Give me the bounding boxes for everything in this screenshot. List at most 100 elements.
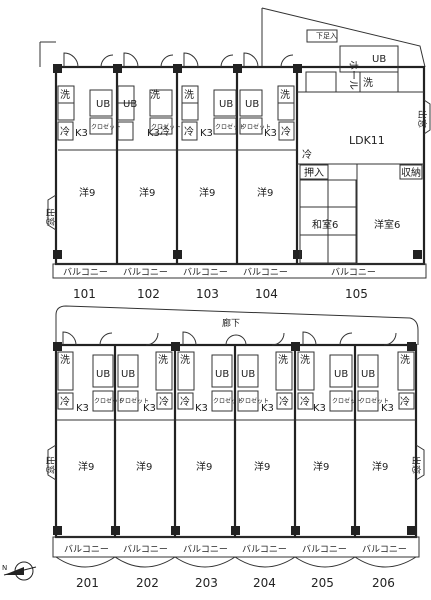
room-label: 洋9: [139, 186, 155, 199]
unit-205: 洗 UB クロゼット 冷 K3 洋9 バルコニー 205: [295, 351, 362, 590]
wash-label: 洗: [363, 77, 373, 89]
room-label: 洋9: [199, 186, 215, 199]
kitchen-label: K3: [195, 403, 208, 414]
balcony-label: バルコニー: [183, 267, 228, 278]
kitchen-label: K3: [264, 128, 277, 139]
bath-label: UB: [241, 369, 255, 380]
fridge-label: 冷: [60, 395, 70, 408]
wash-label: 洗: [180, 354, 190, 366]
bath-label: UB: [121, 369, 135, 380]
north-arrow-icon: N: [2, 561, 37, 581]
fridge-label: 冷: [300, 395, 310, 408]
unit-105: 下足入 ホール UB 洗 LDK11 冷 押入 収納 和室6 洋室6 バルコニー…: [297, 32, 431, 301]
balcony-label: バルコニー: [123, 544, 168, 555]
washitsu-label: 和室6: [312, 218, 338, 231]
room-label: 洋9: [254, 460, 270, 473]
room-label: 洋9: [78, 460, 94, 473]
balcony-label: バルコニー: [331, 267, 376, 278]
bath-label: UB: [123, 99, 137, 110]
unit-201: 洗 UB クロゼット 冷 K3 洋9 バルコニー 201 出窓: [44, 351, 124, 590]
wash-label: 洗: [150, 89, 160, 101]
room-label: 洋9: [136, 460, 152, 473]
wash-label: 洗: [300, 354, 310, 366]
unit-number: 102: [137, 287, 160, 301]
kitchen-label: K3: [200, 128, 213, 139]
balcony-label: バルコニー: [243, 267, 288, 278]
fridge-label: 冷: [184, 125, 194, 138]
wash-label: 洗: [60, 354, 70, 366]
closet-label: クロゼット: [213, 397, 243, 405]
unit-103: 洗 UB クロゼット 冷 K3 洋9 バルコニー 103: [177, 85, 245, 301]
closet-label: クロゼット: [239, 397, 269, 405]
unit-number: 205: [311, 576, 334, 590]
fridge-label: 冷: [302, 148, 312, 161]
storage-label: 収納: [401, 166, 421, 179]
balcony-label: バルコニー: [183, 544, 228, 555]
bath-label: UB: [215, 369, 229, 380]
bath-label: UB: [219, 99, 233, 110]
kitchen-label: K3: [313, 403, 326, 414]
unit-203: 洗 UB クロゼット 冷 K3 洋9 バルコニー 203: [175, 351, 243, 590]
wash-label: 洗: [280, 89, 290, 101]
closet-label: クロゼット: [215, 123, 245, 131]
floor-1-columns: [53, 64, 422, 259]
unit-number: 202: [136, 576, 159, 590]
kitchen-label: K3: [147, 128, 160, 139]
wash-label: 洗: [184, 89, 194, 101]
closet-label: クロゼット: [151, 123, 181, 131]
closet-label: クロゼット: [94, 397, 124, 405]
balcony-label: バルコニー: [64, 544, 109, 555]
wash-label: 洗: [60, 89, 70, 101]
unit-number: 204: [253, 576, 276, 590]
bay-window-label: 出窓: [44, 456, 56, 474]
kitchen-label: K3: [261, 403, 274, 414]
fridge-label: 冷: [60, 125, 70, 138]
bath-label: UB: [96, 369, 110, 380]
closet-label: クロゼット: [119, 397, 149, 405]
bath-label: UB: [361, 369, 375, 380]
ldk-label: LDK11: [349, 134, 385, 147]
bay-window-label: 出窓: [44, 208, 56, 226]
kitchen-label: K3: [143, 403, 156, 414]
wash-label: 洗: [400, 354, 410, 366]
fridge-label: 冷: [160, 125, 170, 138]
unit-number: 206: [372, 576, 395, 590]
bath-label: UB: [96, 99, 110, 110]
unit-number: 201: [76, 576, 99, 590]
unit-204: 洗 UB クロゼット 冷 K3 洋9 バルコニー 204: [235, 351, 295, 590]
fridge-label: 冷: [180, 395, 190, 408]
fridge-label: 冷: [279, 395, 289, 408]
bath-label: UB: [334, 369, 348, 380]
bath-label: UB: [245, 99, 259, 110]
fridge-label: 冷: [400, 395, 410, 408]
unit-206: 洗 UB クロゼット 冷 K3 洋9 バルコニー 206 出窓: [355, 351, 425, 590]
corridor-label: 廊下: [222, 317, 240, 329]
closet-label: クロゼット: [91, 123, 121, 131]
room-label: 洋9: [372, 460, 388, 473]
shoe-cabinet-label: 下足入: [316, 32, 337, 40]
room-label: 洋9: [79, 186, 95, 199]
bay-window-label: 出窓: [416, 110, 428, 128]
unit-102: 洗 UB クロゼット 冷 K3 洋9 バルコニー 102: [117, 85, 181, 301]
youshitsu-label: 洋室6: [374, 218, 400, 231]
balcony-label: バルコニー: [242, 544, 287, 555]
floor-2-doors: [62, 331, 397, 346]
unit-number: 203: [195, 576, 218, 590]
closet-label: クロゼット: [359, 397, 389, 405]
unit-101: 洗 UB クロゼット 冷 K3 洋9 バルコニー 101 出窓: [44, 85, 121, 301]
closet-label: クロゼット: [332, 397, 362, 405]
oshiire-label: 押入: [304, 166, 324, 179]
wash-label: 洗: [158, 354, 168, 366]
fridge-label: 冷: [159, 395, 169, 408]
room-label: 洋9: [257, 186, 273, 199]
room-label: 洋9: [196, 460, 212, 473]
fridge-label: 冷: [281, 125, 291, 138]
kitchen-label: K3: [75, 128, 88, 139]
closet-label: クロゼット: [241, 123, 271, 131]
unit-104: 洗 UB クロゼット 冷 K3 洋9 バルコニー 104: [237, 85, 297, 301]
bay-window-label: 出窓: [410, 456, 422, 474]
balcony-label: バルコニー: [63, 267, 108, 278]
kitchen-label: K3: [76, 403, 89, 414]
hall-label: ホール: [347, 60, 359, 90]
